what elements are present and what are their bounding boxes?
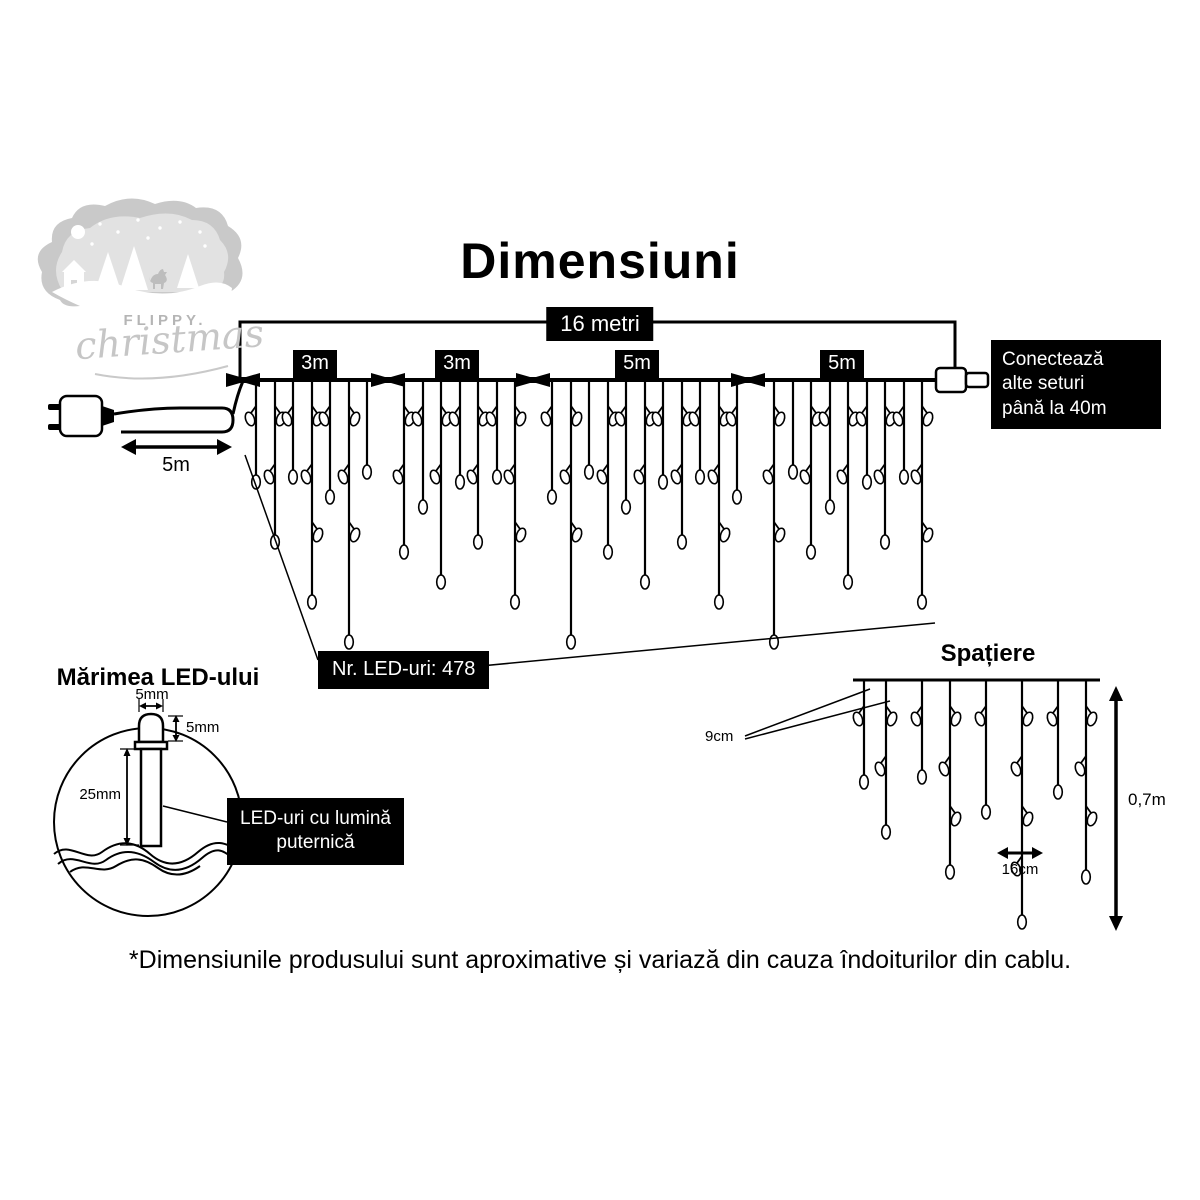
- drop-spacing-leader: [744, 688, 871, 737]
- led-note-badge: LED-uri cu lumină puternică: [227, 798, 404, 865]
- led-count-leader-right: [469, 622, 936, 668]
- segment-length-badge: 3m: [293, 350, 337, 378]
- twisted-wire: [69, 858, 201, 876]
- lead-wire: [113, 406, 235, 434]
- snow-ground: [52, 280, 232, 307]
- page-title: Dimensiuni: [460, 233, 740, 289]
- twisted-wire: [53, 842, 241, 865]
- icicle-curtain: [244, 380, 934, 650]
- segment-length-badge: 5m: [820, 350, 864, 378]
- logo-illustration: [37, 198, 243, 380]
- bulb-spacing-arrow: [997, 847, 1043, 859]
- led-width-label: 5mm: [135, 686, 169, 703]
- lead-length-arrow: [121, 439, 232, 455]
- segment-length-badge: 3m: [435, 350, 479, 378]
- tree-icon: [177, 254, 199, 288]
- lead-length-label: 5m: [162, 454, 190, 476]
- led-length-label: 25mm: [79, 786, 121, 803]
- wire-connector-icons: [226, 373, 765, 387]
- disclaimer-text: *Dimensiunile produsului sunt aproximati…: [128, 946, 1072, 974]
- twisted-wire: [57, 849, 237, 871]
- led-size-section-title: Mărimea LED-ului: [56, 664, 260, 691]
- logo-brand-text: FLIPPY.: [123, 312, 207, 329]
- spacing-diagram: [744, 678, 1123, 931]
- power-plug-icon: [48, 394, 114, 438]
- tree-icon: [96, 252, 120, 288]
- led-note-leader: [162, 805, 228, 823]
- end-connector-icon: [934, 366, 990, 394]
- lead-wire-rise: [231, 380, 245, 415]
- spacing-section-title: Spațiere: [940, 640, 1036, 667]
- segment-length-badge: 5m: [615, 350, 659, 378]
- tree-icon: [120, 246, 148, 290]
- led-count-leader-left: [244, 454, 319, 661]
- logo-swash: [94, 365, 229, 380]
- drop-length-label: 0,7m: [1128, 790, 1166, 809]
- total-length-badge: 16 metri: [546, 307, 654, 342]
- spacing-curtain: [852, 680, 1098, 930]
- drop-spacing-label: 9cm: [705, 728, 734, 745]
- bulb-spacing-label: 16cm: [1001, 861, 1039, 878]
- snowflakes: [90, 218, 207, 248]
- led-body-shape: [139, 747, 163, 848]
- drop-length-arrow: [1109, 686, 1123, 931]
- moon-icon: [71, 225, 85, 239]
- connector-note-badge: Conectează alte seturi până la 40m: [991, 340, 1161, 429]
- led-cap-shape: [137, 712, 165, 744]
- led-count-badge: Nr. LED-uri: 478: [318, 651, 490, 689]
- deer-icon: [149, 269, 167, 289]
- led-cap-height-label: 5mm: [186, 719, 220, 736]
- drop-spacing-leader: [744, 700, 891, 740]
